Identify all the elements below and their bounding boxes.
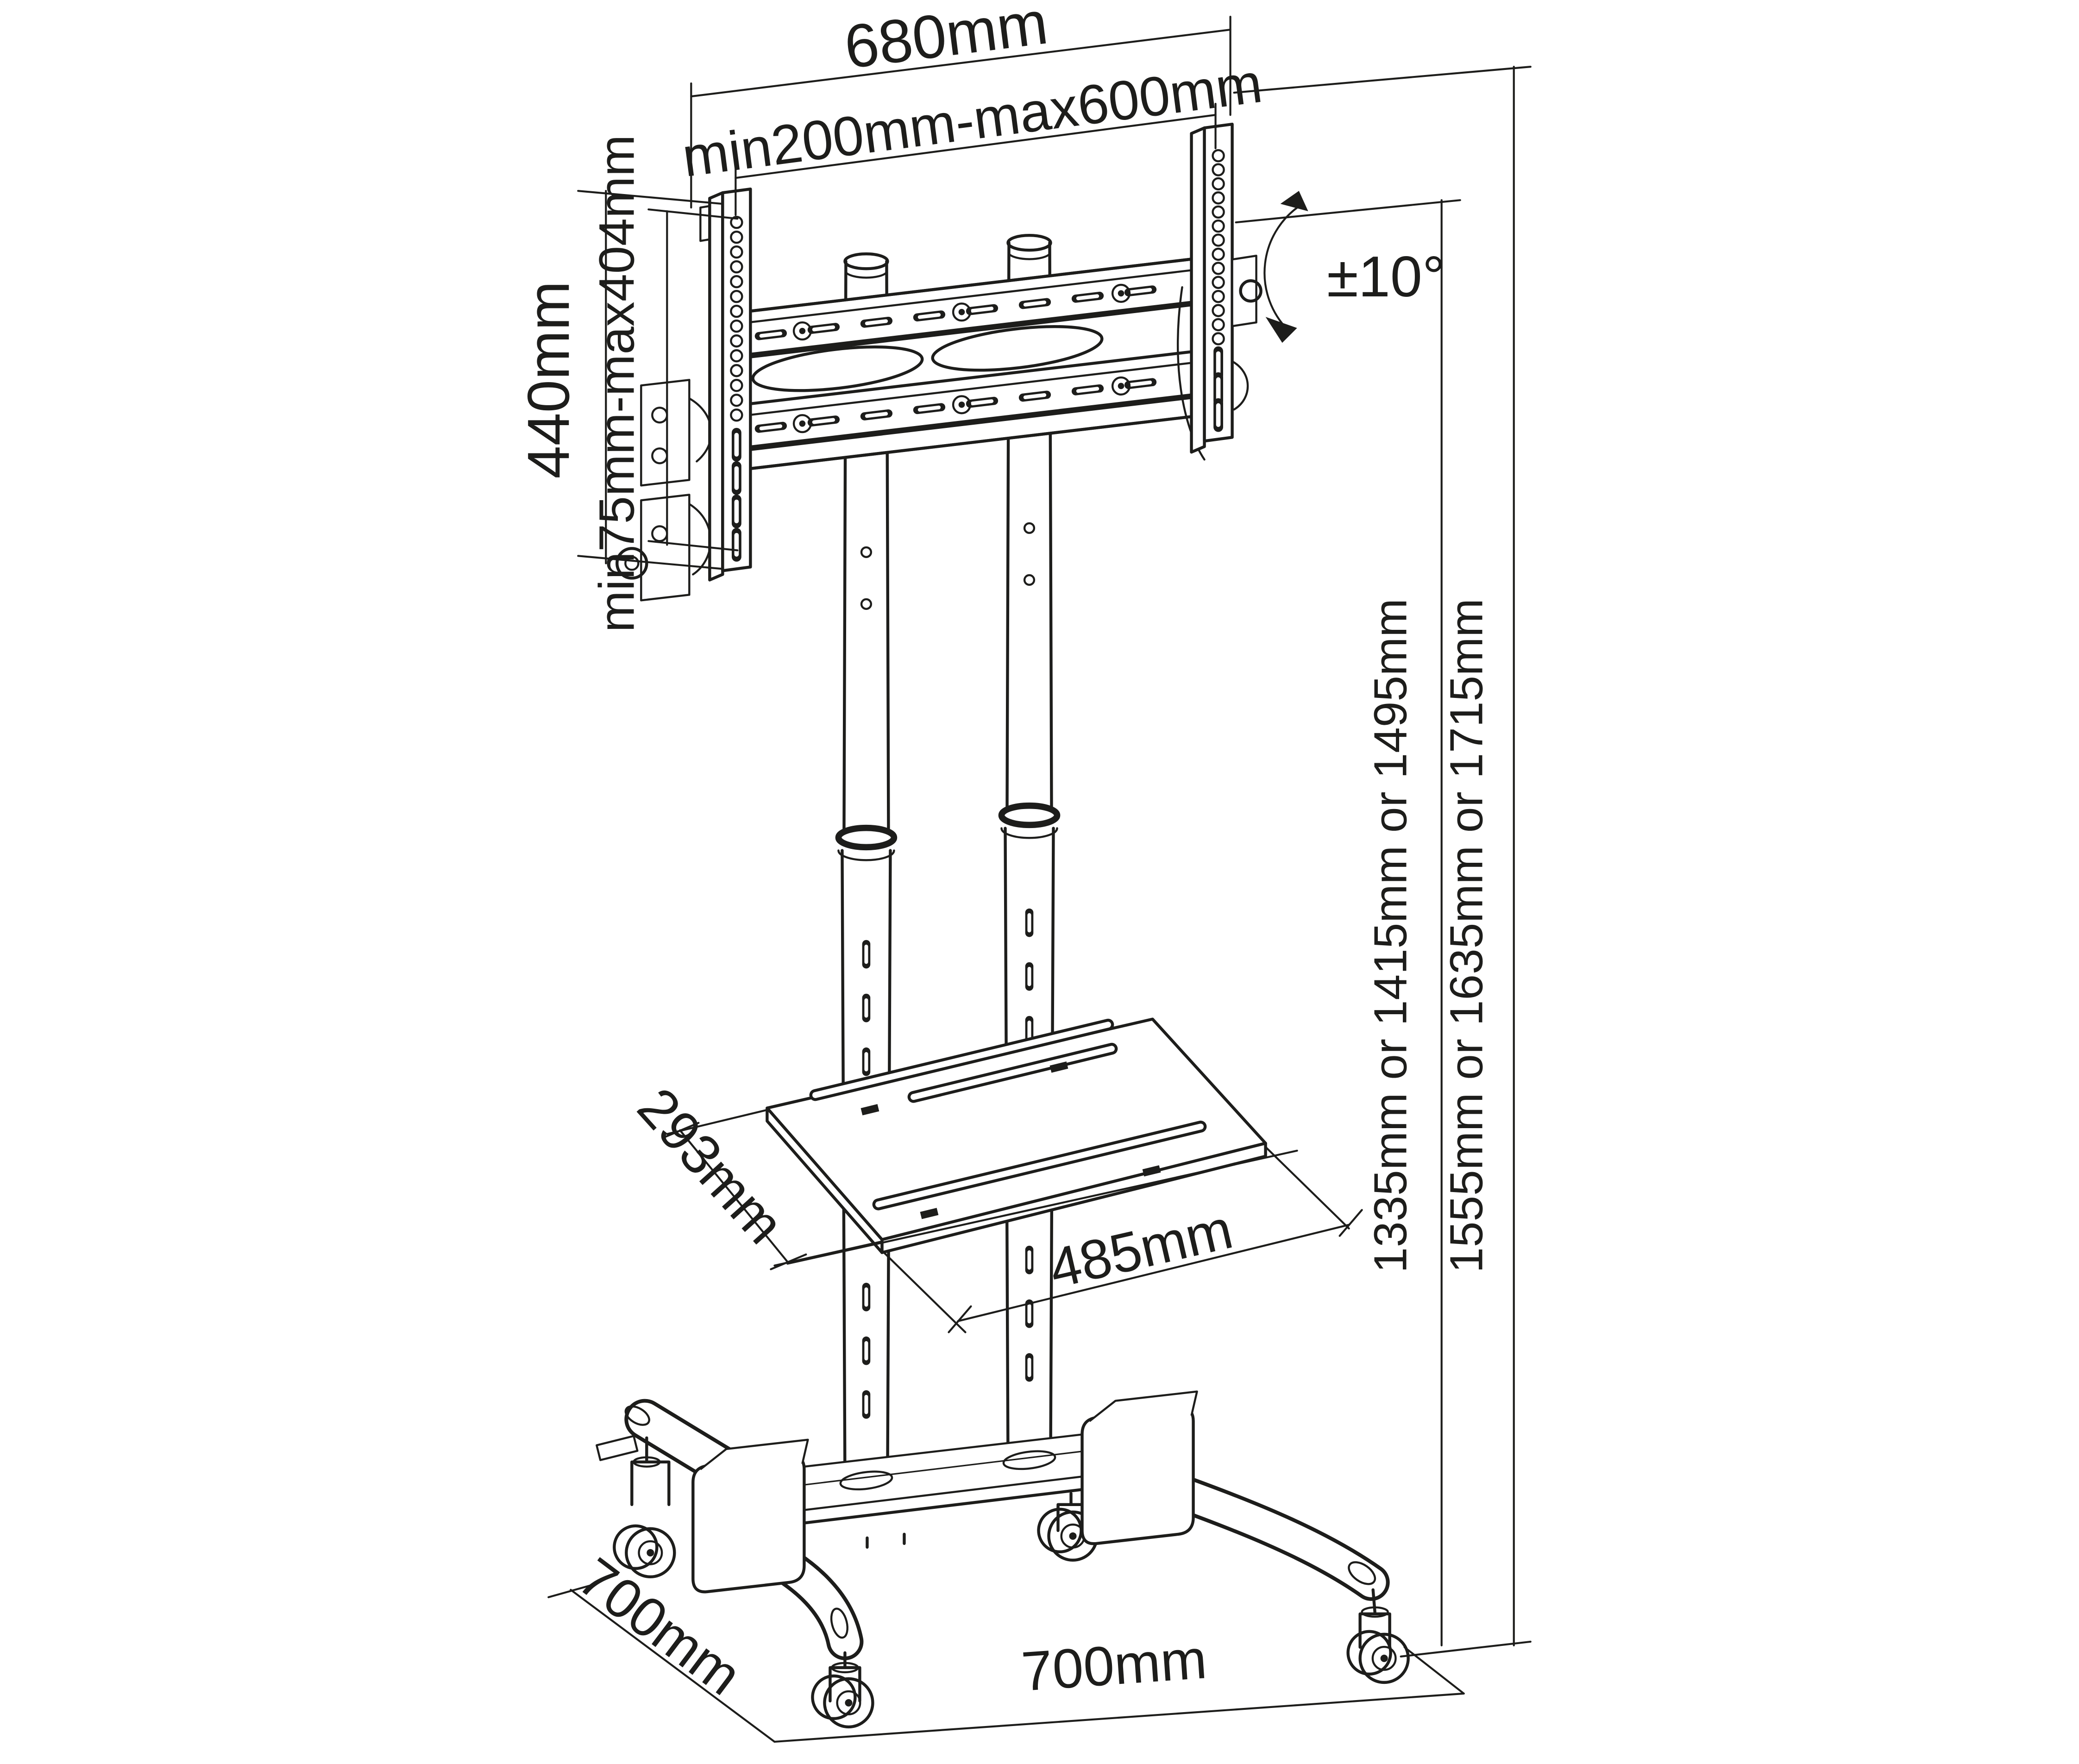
dim-vesa-width-range: min200mm-max600mm <box>679 52 1266 216</box>
vesa-strip-left <box>699 187 752 582</box>
base-hub-right <box>1080 1390 1198 1545</box>
tilt-arrow-down <box>1265 317 1297 343</box>
tilt-arrow-up <box>1280 191 1308 212</box>
dim-label-pole-height: 1335mm or 1415mm or 1495mm <box>1365 598 1417 1273</box>
dim-label-shelf-depth: 293mm <box>626 1076 796 1256</box>
rail-oval-cutouts <box>751 325 1104 392</box>
brake-pedal <box>596 1435 639 1461</box>
caster-front-right <box>1348 1588 1408 1682</box>
dim-total-height: 1555mm or 1635mm or 1715mm <box>1233 66 1532 1657</box>
vesa-strip-right <box>1176 122 1234 461</box>
media-shelf <box>766 1017 1267 1254</box>
dim-label-tilt-angle: ±10° <box>1327 245 1445 309</box>
dim-label-shelf-width: 485mm <box>1043 1198 1238 1300</box>
dim-pole-height: 1335mm or 1415mm or 1495mm <box>1235 199 1461 1646</box>
dim-label-vesa-width-range: min200mm-max600mm <box>679 52 1266 188</box>
dim-base-width: 700mm <box>773 1628 1465 1743</box>
mounting-rail-assembly <box>746 256 1207 471</box>
caster-rear-left <box>596 1435 674 1577</box>
tilt-pivot-bolt <box>1239 279 1262 303</box>
dim-vesa-height-range: min75mm-max404mm <box>588 135 739 632</box>
tilt-knob-left <box>616 547 648 580</box>
base-assembly <box>596 1390 1408 1727</box>
tilt-mechanism-right <box>1231 254 1262 411</box>
tilt-mechanism-left <box>616 379 713 602</box>
dim-label-vesa-height-range: min75mm-max404mm <box>588 135 644 632</box>
dim-label-base-width: 700mm <box>1019 1628 1209 1703</box>
dim-label-total-height: 1555mm or 1635mm or 1715mm <box>1441 598 1493 1273</box>
dim-label-bracket-plate-height: 440mm <box>515 281 582 479</box>
base-hub-left <box>691 1438 809 1594</box>
mounting-rail-top <box>746 256 1207 359</box>
dim-tilt-angle: ±10° <box>1263 191 1445 343</box>
caster-front-left <box>812 1651 873 1727</box>
dim-bracket-plate-height: 440mm <box>515 190 724 570</box>
mounting-rail-bottom <box>746 349 1207 452</box>
dim-label-bracket-width: 680mm <box>841 0 1051 81</box>
dim-bracket-width: 680mm <box>690 0 1231 209</box>
